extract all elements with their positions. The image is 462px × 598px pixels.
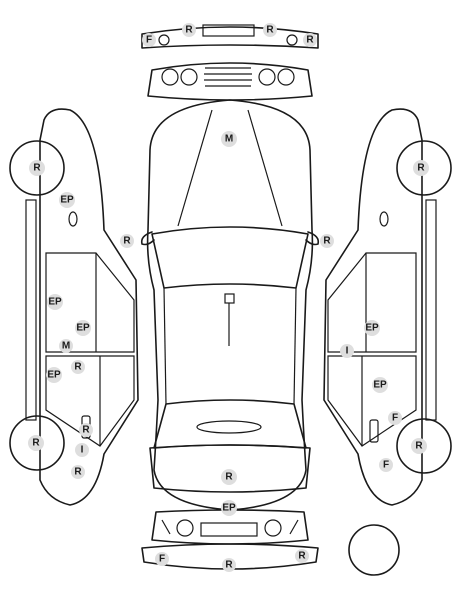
damage-marker: R (71, 465, 85, 479)
car-body-top-view (140, 99, 320, 511)
svg-text:EP: EP (60, 195, 74, 206)
damage-marker: R (413, 160, 429, 176)
svg-text:R: R (298, 551, 306, 562)
svg-text:R: R (74, 467, 82, 478)
svg-text:R: R (225, 560, 233, 571)
damage-marker: R (79, 423, 93, 437)
svg-text:F: F (146, 35, 152, 46)
damage-marker: F (142, 33, 156, 47)
damage-marker: R (222, 558, 236, 572)
svg-text:R: R (32, 438, 40, 449)
svg-text:EP: EP (365, 323, 379, 334)
svg-text:F: F (383, 460, 389, 471)
svg-text:R: R (185, 25, 193, 36)
svg-text:R: R (417, 163, 425, 174)
damage-marker: R (303, 33, 317, 47)
svg-text:EP: EP (48, 297, 62, 308)
damage-marker: R (29, 160, 45, 176)
damage-marker: EP (221, 500, 237, 516)
spare-wheel (348, 524, 400, 576)
svg-text:I: I (346, 346, 349, 357)
svg-text:EP: EP (76, 323, 90, 334)
svg-text:R: R (82, 425, 90, 436)
svg-text:M: M (62, 341, 70, 352)
left-side-view (9, 108, 139, 506)
svg-text:M: M (225, 134, 233, 145)
damage-marker: I (75, 443, 89, 457)
damage-marker: R (120, 234, 134, 248)
right-side-view (323, 108, 452, 506)
damage-marker: EP (372, 377, 388, 393)
damage-marker: I (340, 344, 354, 358)
svg-text:R: R (123, 236, 131, 247)
svg-text:F: F (392, 413, 398, 424)
svg-text:I: I (81, 445, 84, 456)
svg-text:EP: EP (373, 380, 387, 391)
rear-bumper (141, 543, 319, 570)
damage-marker: R (320, 234, 334, 248)
damage-marker: F (155, 552, 169, 566)
damage-marker: EP (75, 320, 91, 336)
damage-marker: F (388, 411, 402, 425)
damage-marker: EP (59, 192, 75, 208)
damage-marker: F (379, 458, 393, 472)
svg-text:R: R (306, 35, 314, 46)
svg-text:EP: EP (222, 503, 236, 514)
damage-marker: EP (47, 294, 63, 310)
damage-marker: M (59, 339, 73, 353)
damage-marker: R (71, 360, 85, 374)
damage-marker: EP (46, 367, 62, 383)
damage-marker: R (263, 23, 277, 37)
svg-text:R: R (415, 441, 423, 452)
damage-marker: R (28, 435, 44, 451)
damage-marker: R (182, 23, 196, 37)
svg-text:R: R (74, 362, 82, 373)
front-grille (147, 62, 313, 101)
rear-view (151, 509, 309, 545)
svg-text:R: R (225, 472, 233, 483)
svg-text:R: R (323, 236, 331, 247)
front-bumper (141, 24, 319, 49)
svg-text:EP: EP (47, 370, 61, 381)
damage-marker: R (295, 549, 309, 563)
svg-text:R: R (266, 25, 274, 36)
svg-text:F: F (159, 554, 165, 565)
damage-marker: EP (364, 320, 380, 336)
svg-text:R: R (33, 163, 41, 174)
damage-marker: R (221, 469, 237, 485)
damage-marker: M (221, 131, 237, 147)
damage-marker: R (411, 438, 427, 454)
